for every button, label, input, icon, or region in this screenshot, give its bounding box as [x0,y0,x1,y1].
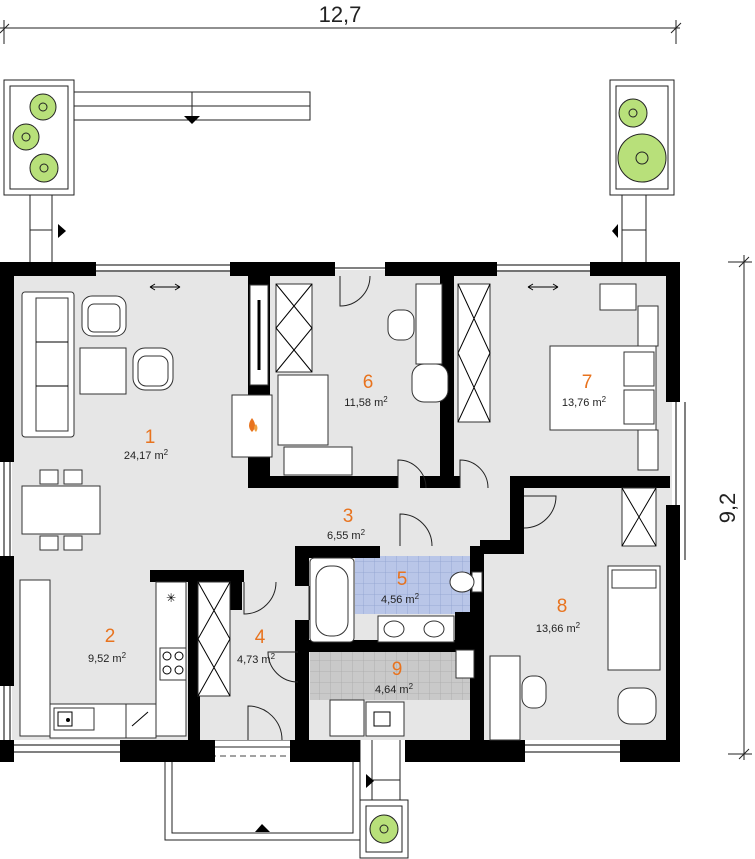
width-dimension: 12,7 [0,2,682,44]
svg-text:13,66 m2: 13,66 m2 [536,621,581,635]
width-label: 12,7 [319,2,362,27]
room-number: 4 [255,627,266,648]
sofa-icon [21,291,75,438]
armchair-icon [617,687,657,725]
room-number: 7 [582,372,593,393]
nightstand [599,283,637,311]
room-number: 5 [397,569,408,590]
svg-text:11,58 m2: 11,58 m2 [344,395,388,409]
svg-text:9,52 m2: 9,52 m2 [88,651,127,665]
room-number: 8 [557,596,568,617]
room-number: 3 [343,506,354,527]
room-number: 1 [145,427,156,448]
dishwasher [125,703,157,739]
room-label-2: 2 9,52 m2 [88,626,127,665]
room-area: 13,76 m [562,397,602,409]
room-label-7: 7 13,76 m2 [562,372,607,409]
desk [489,655,547,741]
room-area: 11,58 m [344,397,383,409]
washer [329,699,365,737]
room-label-1: 1 24,17 m2 [124,427,169,462]
room-number: 2 [105,626,116,647]
armchair-icon [81,295,127,337]
pergola-top [3,79,675,262]
boiler [455,649,475,679]
coffee-table [79,347,127,395]
bed-icon [607,565,661,671]
room-label-6: 6 11,58 m2 [344,372,388,409]
wardrobe-icon [457,283,491,423]
height-dimension: 9,2 [715,255,752,760]
plant-icon [617,98,667,183]
plant-icon [12,93,59,183]
room-area: 6,55 m [327,530,361,542]
room-label-8: 8 13,66 m2 [536,596,581,635]
wardrobe-icon [621,487,657,547]
svg-text:24,17 m2: 24,17 m2 [124,448,169,462]
wardrobe-icon [197,581,231,697]
sink-icon [377,615,455,643]
dining-table [21,469,101,551]
armchair-icon [132,347,174,391]
windows [3,264,686,753]
svg-text:13,76 m2: 13,76 m2 [562,395,607,409]
room-area: 4,64 m [375,684,409,696]
room-label-5: 5 4,56 m2 [381,569,420,606]
room-area: 24,17 m [124,450,164,462]
desk [277,374,353,476]
height-label: 9,2 [715,493,740,524]
room-number: 9 [392,659,403,680]
doors [243,275,557,741]
wardrobe-icon [275,283,313,373]
sink-icon [53,707,95,731]
fireplace-icon [231,394,273,458]
room-area: 13,66 m [536,623,576,635]
svg-text:4,73 m2: 4,73 m2 [237,652,276,666]
svg-text:4,56 m2: 4,56 m2 [381,592,420,606]
room-area: 4,56 m [381,594,415,606]
room-label-9: 9 4,64 m2 [375,659,414,696]
plant-icon [369,814,399,844]
room-number: 6 [363,372,374,393]
svg-text:6,55 m2: 6,55 m2 [327,528,366,542]
room-label-3: 3 6,55 m2 [327,506,366,542]
room-area: 4,73 m [237,654,271,666]
sink-icon [365,701,405,737]
toilet-icon [449,571,483,593]
bathtub-icon [309,557,355,643]
svg-text:4,64 m2: 4,64 m2 [375,682,414,696]
shelf [415,283,443,365]
bed-icon [549,345,657,431]
armchair-icon [387,309,449,403]
room-area: 9,52 m [88,653,122,665]
svg-text:✳: ✳ [166,591,176,605]
stove-icon [159,647,187,681]
room-label-4: 4 4,73 m2 [237,627,276,666]
floors [12,270,672,740]
